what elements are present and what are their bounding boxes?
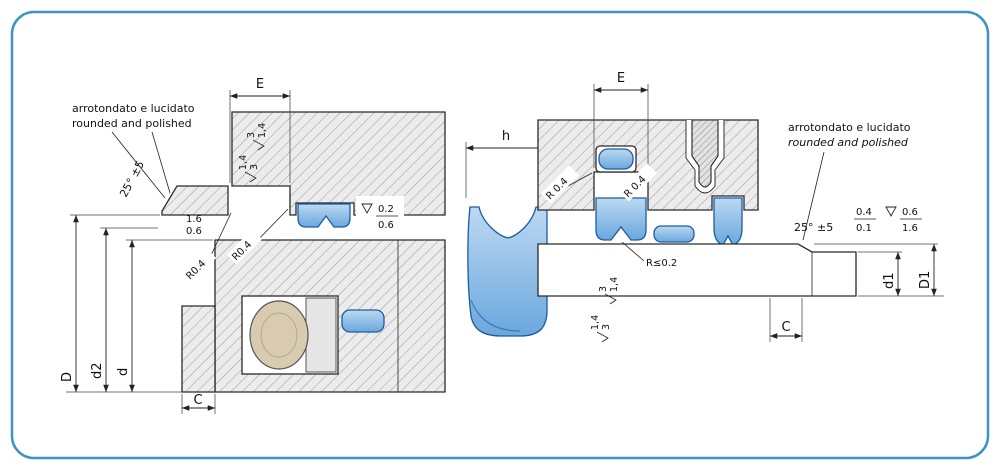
right-main-seal bbox=[595, 197, 647, 241]
right-radius-max-callout: R≤0.2 bbox=[621, 241, 677, 269]
seal-cross-section: h bbox=[465, 129, 548, 337]
seal-dim-h: h bbox=[465, 129, 547, 198]
left-groove-finish: 0.2 0.6 bbox=[356, 196, 404, 231]
right-chamfer-annotation: arrotondato e lucidato rounded and polis… bbox=[788, 121, 911, 241]
right-roughness-mark-1: 3 1,4 bbox=[598, 277, 620, 305]
dim-label-D1: D1 bbox=[918, 271, 933, 289]
left-spacer-ring bbox=[305, 297, 337, 373]
dim-label-C-right: C bbox=[781, 320, 790, 335]
right-dim-D1: D1 bbox=[814, 243, 938, 296]
dim-label-D: D bbox=[60, 372, 75, 382]
svg-text:3: 3 bbox=[249, 164, 260, 170]
dim-label-C-left: C bbox=[193, 393, 202, 408]
left-edge-finish-top: 1.6 bbox=[186, 214, 202, 225]
left-annotation-english: rounded and polished bbox=[72, 117, 192, 130]
right-dim-d1: d1 bbox=[858, 251, 944, 297]
svg-text:0.4: 0.4 bbox=[856, 207, 872, 218]
page-border bbox=[10, 10, 990, 460]
left-section-view: E 3 1,4 1,4 3 arrotondato e lucidato rou… bbox=[60, 77, 446, 414]
left-chamfer-annotation: arrotondato e lucidato rounded and polis… bbox=[72, 102, 195, 199]
leader-line bbox=[802, 151, 825, 241]
right-edge-finish-b: 0.6 1.6 bbox=[885, 206, 922, 234]
svg-text:1,4: 1,4 bbox=[609, 277, 620, 292]
left-dim-D: D bbox=[60, 214, 182, 393]
right-annotation-italian: arrotondato e lucidato bbox=[788, 121, 911, 134]
right-backup-ring bbox=[653, 225, 695, 243]
left-gland-block bbox=[161, 185, 229, 216]
plug-fitting bbox=[691, 119, 719, 188]
svg-text:0.1: 0.1 bbox=[856, 223, 872, 234]
left-housing-block bbox=[231, 111, 446, 216]
left-roughness-mark-1: 3 1,4 bbox=[246, 123, 268, 151]
svg-text:1,4: 1,4 bbox=[238, 155, 249, 170]
left-dim-E: E bbox=[229, 77, 291, 183]
wiper-seal bbox=[713, 197, 743, 246]
leader-line bbox=[151, 131, 171, 194]
groove-width-label-left: E bbox=[256, 77, 264, 92]
seal-profile-shape bbox=[467, 206, 548, 337]
dim-label-d2: d2 bbox=[90, 362, 105, 379]
left-dim-C: C bbox=[181, 393, 216, 414]
svg-text:0.2: 0.2 bbox=[378, 204, 394, 215]
groove-width-label-right: E bbox=[617, 71, 625, 86]
left-backup-seal bbox=[341, 309, 385, 333]
left-dim-d2: d2 bbox=[90, 227, 158, 392]
left-flange-block bbox=[181, 305, 216, 393]
dim-label-d1: d1 bbox=[882, 272, 897, 289]
bearing-ball bbox=[249, 300, 309, 370]
svg-text:R≤0.2: R≤0.2 bbox=[646, 258, 677, 269]
secondary-seal bbox=[598, 148, 634, 170]
right-chamfer-angle: 25° ±5 bbox=[794, 221, 833, 234]
right-annotation-english: rounded and polished bbox=[788, 136, 909, 149]
left-edge-finish-bottom: 0.6 bbox=[186, 226, 202, 237]
svg-text:1,4: 1,4 bbox=[257, 123, 268, 138]
left-chamfer-angle: 25° ±5 bbox=[117, 159, 147, 200]
dim-label-d: d bbox=[116, 368, 131, 376]
left-annotation-italian: arrotondato e lucidato bbox=[72, 102, 195, 115]
svg-text:3: 3 bbox=[598, 286, 609, 292]
right-dim-C: C bbox=[769, 298, 803, 342]
seal-profile-shading bbox=[470, 299, 521, 332]
right-section-view: E R 0.4 R 0.4 R≤0.2 3 1,4 bbox=[537, 71, 944, 343]
seal-height-label: h bbox=[502, 129, 510, 144]
svg-text:3: 3 bbox=[246, 132, 257, 138]
right-edge-finish-a: 0.4 0.1 bbox=[854, 207, 876, 234]
svg-text:0.6: 0.6 bbox=[902, 207, 918, 218]
right-dim-E: E bbox=[593, 71, 649, 168]
svg-text:R 0.4: R 0.4 bbox=[622, 174, 648, 200]
svg-text:25° ±5: 25° ±5 bbox=[117, 159, 147, 200]
right-roughness-mark-2: 1,4 3 bbox=[590, 315, 612, 343]
svg-text:3: 3 bbox=[601, 324, 612, 330]
leader-line bbox=[111, 131, 166, 199]
svg-text:0.6: 0.6 bbox=[378, 220, 394, 231]
finish-triangle-icon bbox=[885, 206, 897, 217]
left-seal-in-groove bbox=[297, 203, 351, 228]
rod bbox=[537, 243, 857, 297]
bearing-ball-highlight bbox=[260, 312, 298, 358]
left-dim-d: d bbox=[116, 239, 213, 392]
svg-text:1,4: 1,4 bbox=[590, 315, 601, 330]
left-roughness-mark-2: 1,4 3 bbox=[238, 155, 260, 183]
svg-text:1.6: 1.6 bbox=[902, 223, 918, 234]
finish-triangle-icon bbox=[361, 203, 373, 214]
